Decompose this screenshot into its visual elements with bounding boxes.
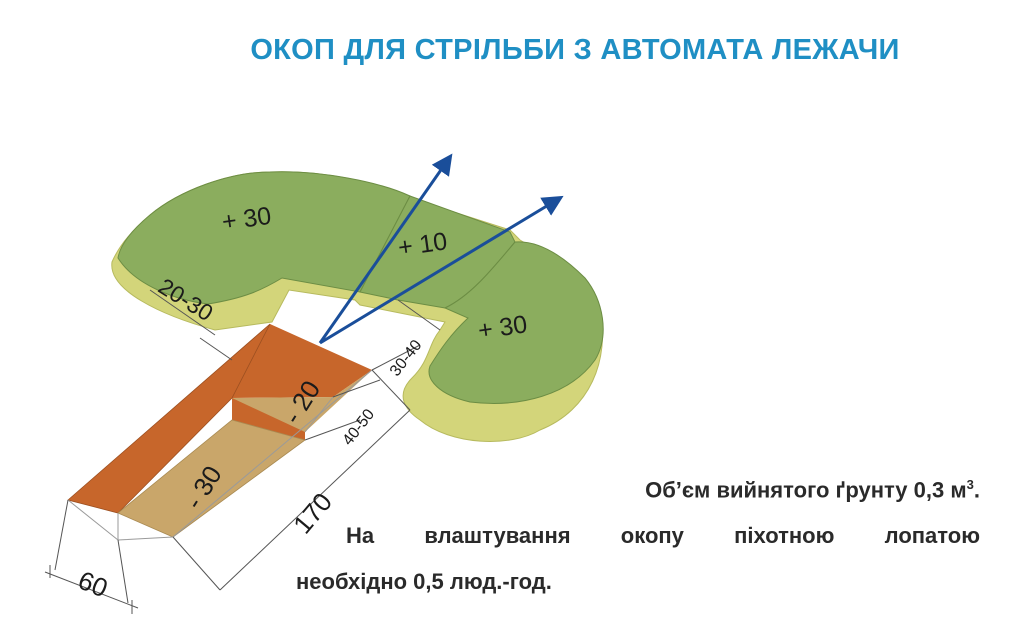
zone-label-front-parapet: + 10 [396, 227, 449, 262]
caption-line-1: Об’єм вийнятого ґрунту 0,3 м3. [296, 462, 980, 513]
caption: Об’єм вийнятого ґрунту 0,3 м3. На влашту… [296, 462, 980, 605]
dimension-lines [44, 289, 441, 614]
fire-direction-arrow-1 [318, 153, 453, 344]
zone-label-left-parapet: + 30 [220, 202, 273, 237]
caption-volume-text: Об’єм вийнятого ґрунту 0,3 м [645, 477, 967, 503]
dim-label-elbow-width: 40-50 [340, 406, 379, 449]
page-title: ОКОП ДЛЯ СТРІЛЬБИ З АВТОМАТА ЛЕЖАЧИ [250, 34, 900, 66]
trench-wall-back [232, 324, 372, 398]
dim-label-trench-width: 60 [74, 565, 112, 604]
fire-direction-arrow-2 [319, 195, 564, 345]
caption-line-3: необхідно 0,5 люд.-год. [296, 569, 552, 595]
trench-step [232, 398, 305, 440]
caption-volume-superscript: 3 [966, 477, 974, 492]
parapet-right [428, 241, 604, 404]
zone-label-right-parapet: + 30 [476, 310, 529, 345]
parapet-left [117, 171, 411, 305]
caption-line-2: На влаштування окопу піхотною лопатою [346, 523, 980, 549]
caption-volume-suffix: . [973, 477, 980, 503]
